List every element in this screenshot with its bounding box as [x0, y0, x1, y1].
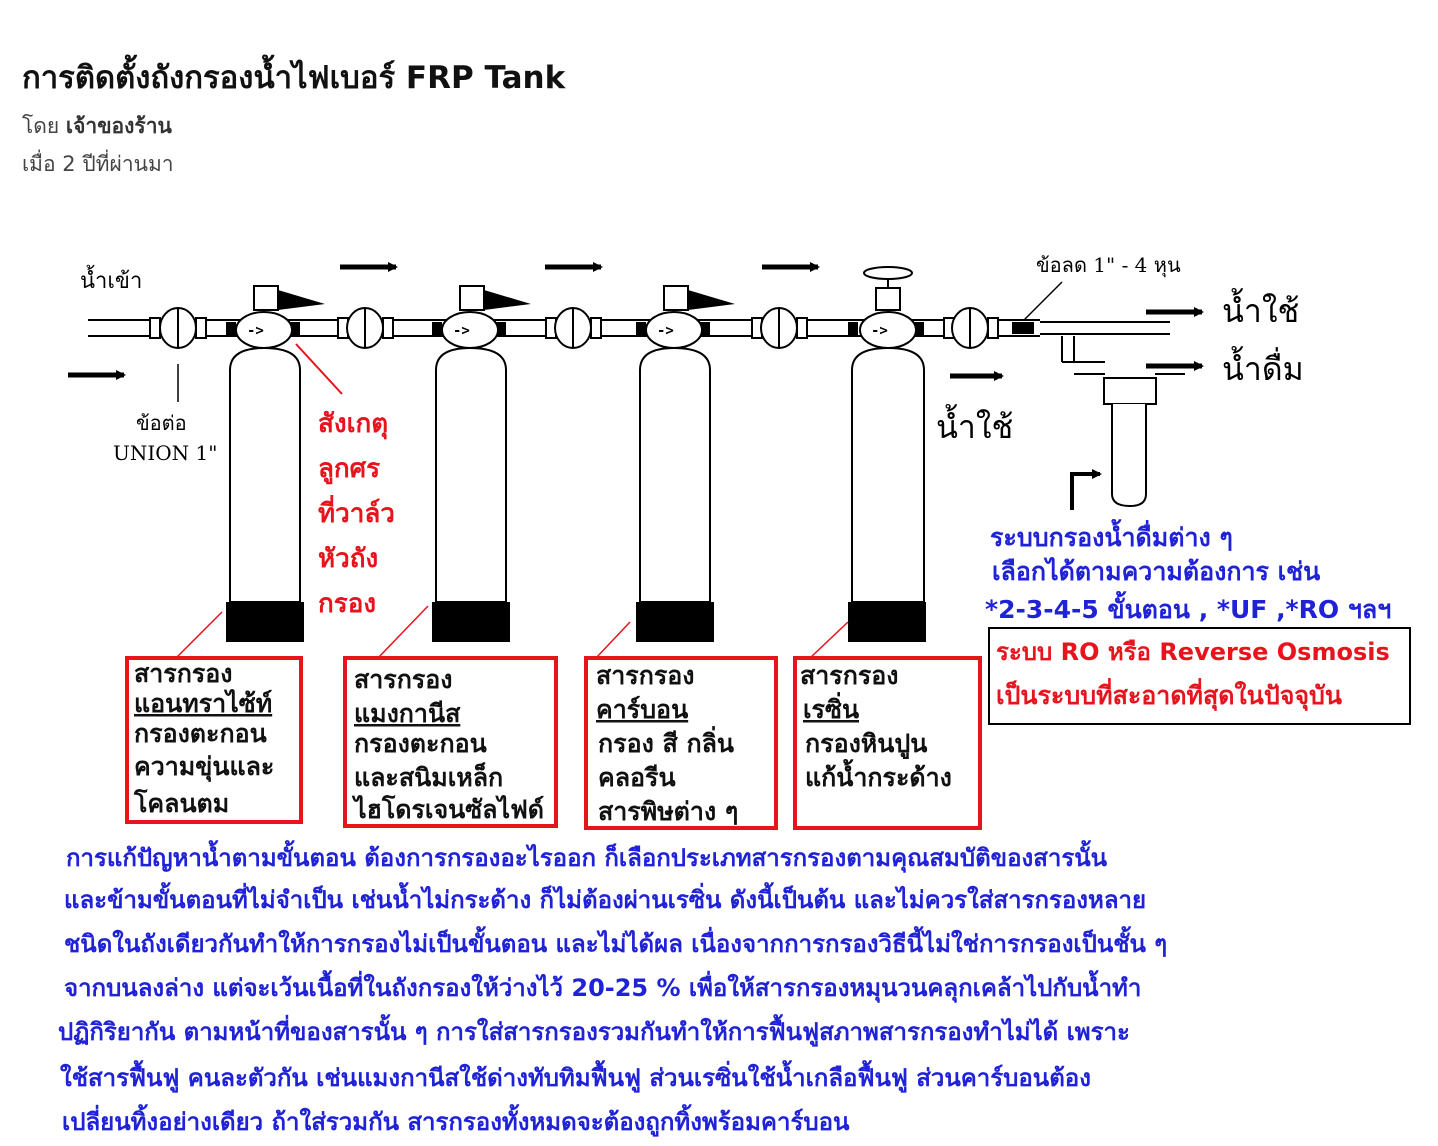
paragraph-line: ชนิดในถังเดียวกันทำให้การกรองไม่เป็นขั้น… [64, 925, 1167, 958]
post-author-line: โดย เจ้าของร้าน [22, 110, 172, 143]
author-prefix: โดย [22, 114, 60, 138]
filter-line: ไฮโดรเจนซัลไฟด์ [351, 794, 544, 824]
ro-line: เป็นระบบที่สะอาดที่สุดในปัจจุบัน [996, 678, 1342, 712]
filter-line: สารกรอง [354, 665, 453, 694]
reducer-label: ข้อลด 1" - 4 หุน [1036, 253, 1181, 278]
tank-2: -> [432, 285, 531, 642]
filter-line: สารกรอง [596, 661, 695, 690]
filter-diagram: น้ำเข้า ข้อต่อ UNION 1" -> -> [58, 253, 1411, 1137]
filter-line: คลอรีน [598, 763, 676, 792]
note-line: สังเกตุ [318, 409, 388, 440]
note-line: ที่วาล์ว [318, 494, 395, 529]
drinking-system-note: ระบบกรองน้ำดื่มต่าง ๆ เลือกได้ตามความต้อ… [985, 518, 1391, 624]
filter-box-3: สารกรอง คาร์บอน กรอง สี กลิ่น คลอรีน สาร… [584, 656, 778, 830]
filter-box-2: สารกรอง แมงกานีส กรองตะกอน และสนิมเหล็ก … [343, 656, 558, 828]
tank-1: -> [226, 285, 325, 642]
filter-line: สารพิษต่าง ๆ [598, 797, 738, 826]
filter-box-1: สารกรอง แอนทราไซ้ท์ กรองตะกอน ความขุ่นแล… [125, 656, 303, 824]
post-time: เมื่อ 2 ปีที่ผ่านมา [22, 152, 174, 176]
filter-line: กรองตะกอน [134, 719, 267, 748]
filter-line: คาร์บอน [596, 695, 688, 724]
paragraph-line: การแก้ปัญหาน้ำตามขั้นตอน ต้องการกรองอะไร… [66, 839, 1108, 874]
paragraph-line: และข้ามขั้นตอนที่ไม่จำเป็น เช่นน้ำไม่กระ… [64, 881, 1146, 914]
filter-line: โคลนตม [133, 788, 229, 818]
drinking-line: *2-3-4-5 ขั้นตอน , *UF ,*RO ฯลฯ [985, 590, 1391, 624]
note-line: กรอง [318, 589, 376, 619]
filter-line: และสนิมเหล็ก [354, 762, 503, 792]
valve-arrow: -> [247, 323, 264, 339]
filter-line: สารกรอง [134, 659, 233, 688]
drinking-line: ระบบกรองน้ำดื่มต่าง ๆ [990, 518, 1233, 552]
valve-note: สังเกตุ ลูกศร ที่วาล์ว หัวถัง กรอง [318, 409, 395, 619]
drink-label: น้ำดื่ม [1222, 346, 1304, 388]
drinking-line: เลือกได้ตามความต้องการ เช่น [992, 556, 1320, 586]
note-line: ลูกศร [318, 454, 380, 485]
paragraph-line: ปฏิกิริยากัน ตามหน้าที่ของสารนั้น ๆ การใ… [58, 1013, 1130, 1047]
drinking-filter [1103, 377, 1157, 508]
post-title: การติดตั้งถังกรองน้ำไฟเบอร์ FRP Tank [22, 60, 566, 96]
filter-line: กรองตะกอน [354, 729, 487, 758]
paragraph-line: ใช้สารฟื้นฟู คนละตัวกัน เช่นแมงกานีสใช้ด… [60, 1059, 1091, 1093]
union-label-1: ข้อต่อ [136, 411, 187, 435]
paragraph-line: เปลี่ยนทิ้งอย่างเดียว ถ้าใส่รวมกัน สารกร… [62, 1103, 850, 1137]
union-label-2: UNION 1" [113, 441, 217, 465]
ro-box: ระบบ RO หรือ Reverse Osmosis เป็นระบบที่… [988, 627, 1411, 725]
filter-line: ความขุ่นและ [134, 752, 274, 783]
inlet-label: น้ำเข้า [80, 265, 142, 294]
use-label: น้ำใช้ [1222, 288, 1299, 330]
ro-line: ระบบ RO หรือ Reverse Osmosis [996, 638, 1390, 666]
tank-3: -> [636, 285, 735, 642]
valve-arrow: -> [657, 323, 674, 339]
filter-box-4: สารกรอง เรซิ่น กรองหินปูน แก้น้ำกระด้าง [793, 656, 982, 830]
valve-arrow: -> [453, 323, 470, 339]
filter-line: เรซิ่น [803, 692, 859, 724]
paragraph-line: จากบนลงล่าง แต่จะเว้นเนื้อที่ในถังกรองให… [64, 969, 1141, 1004]
filter-line: แก้น้ำกระด้าง [805, 758, 952, 792]
filter-line: สารกรอง [800, 661, 899, 690]
filter-line: แมงกานีส [354, 699, 461, 728]
explanation-paragraph: การแก้ปัญหาน้ำตามขั้นตอน ต้องการกรองอะไร… [58, 839, 1167, 1137]
filter-line: กรอง สี กลิ่น [598, 726, 734, 758]
tank-4: -> [848, 266, 926, 642]
author-link[interactable]: เจ้าของร้าน [65, 114, 172, 138]
use-label-2: น้ำใช้ [936, 404, 1013, 446]
reducer-fitting [1012, 322, 1034, 334]
filter-line: กรองหินปูน [805, 729, 927, 760]
filter-line: แอนทราไซ้ท์ [134, 688, 272, 718]
note-line: หัวถัง [318, 544, 378, 574]
valve-arrow: -> [871, 323, 888, 339]
union-fittings [149, 307, 999, 349]
